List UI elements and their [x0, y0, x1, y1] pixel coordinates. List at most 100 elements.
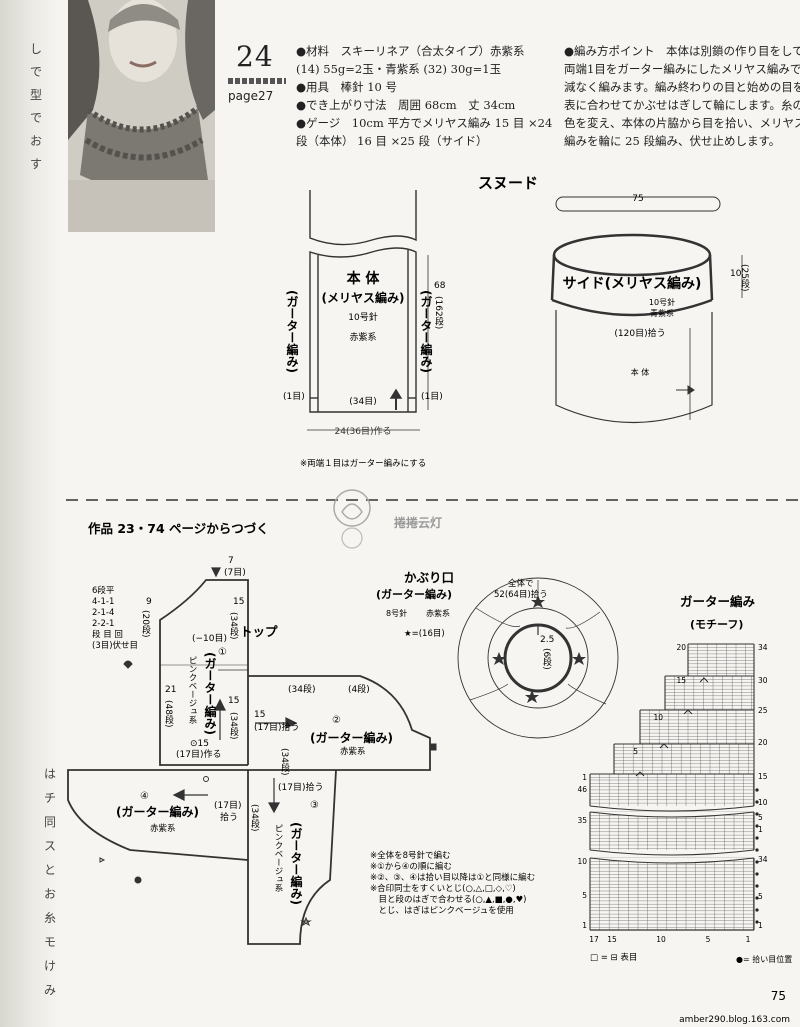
c4-rows: (34段)	[249, 804, 260, 831]
pattern-number: 24	[236, 40, 274, 73]
left-height: 9	[146, 597, 152, 607]
decrease-symbol	[699, 677, 709, 683]
gutter-char: で	[30, 65, 43, 79]
row-label: 10	[577, 857, 587, 866]
snood-needle: 10号針	[348, 311, 377, 323]
top-width: 7	[228, 556, 234, 566]
row-label: 1	[582, 921, 587, 930]
brim-needle: 8号針	[386, 608, 407, 618]
pickup-marker	[755, 848, 759, 852]
c3-title: (ガーター編み)	[289, 822, 303, 905]
snood-body-title: 本 体	[347, 270, 381, 287]
c2-height2: 15	[228, 696, 239, 706]
snood-width: 24(36目)作る	[335, 425, 392, 437]
gutter-char: で	[30, 111, 43, 125]
col-label: 5	[706, 935, 711, 944]
row-label: 10	[653, 713, 663, 722]
instruction-line: 色を変え、本体の片脇から目を拾い、メリヤス	[564, 116, 800, 130]
garter-row-labels-left: 20 15 10 5 1 46 35 10 5 1	[577, 643, 686, 930]
snood-ring-width: 75	[632, 194, 643, 204]
row-label: 15	[676, 676, 686, 685]
shaping-row: 2-2-1	[92, 619, 114, 629]
gutter-char: し	[30, 42, 43, 56]
note-line: 目と段のはぎで合わせる(○,▲,■,●,♥)	[370, 894, 526, 905]
note-line: ※全体を8号針で編む	[370, 850, 451, 861]
snood-ring-diagram	[550, 196, 743, 423]
instruction-line: 減なく編みます。編み終わりの目と始めの目を中	[564, 80, 800, 94]
note-line: ※②、③、④は拾い目以降は①と同様に編む	[370, 872, 535, 883]
chart-break-wave	[589, 849, 755, 864]
model-illustration	[68, 0, 215, 232]
c1-cast: ⊙15	[190, 739, 209, 749]
decrease-symbol	[635, 771, 645, 777]
row-label: 20	[676, 643, 686, 652]
col-label: 1	[746, 935, 751, 944]
brim-subtitle: (ガーター編み)	[376, 587, 452, 601]
top-arrows	[172, 567, 298, 814]
row-label: 20	[758, 738, 768, 747]
snood-side-title: サイド(メリヤス編み)	[563, 275, 702, 292]
watermark-logo	[333, 489, 371, 549]
brim-ring-diagram	[457, 577, 619, 739]
brim-pick: 全体で	[508, 578, 534, 589]
brim-star-markers	[492, 595, 586, 703]
note-line: ※合印同士をすくいとじ(○,△,□,◇,♡)	[370, 883, 516, 894]
snood-color: 赤紫系	[349, 332, 376, 343]
page-reference: page27	[228, 89, 274, 103]
garter-legend-left: □ = ⊟ 表目	[590, 952, 637, 963]
row-label: 5	[758, 892, 763, 901]
snood-pickup: (120目)拾う	[614, 327, 665, 339]
brim-title: かぶり口	[404, 570, 454, 585]
note-line: ※①から④の順に編む	[370, 861, 452, 872]
row-label: 34	[758, 855, 768, 864]
gutter-char: お	[44, 887, 57, 901]
c4-title: (ガーター編み)	[116, 804, 199, 819]
c2-pick2: (17目)拾う	[254, 721, 299, 733]
c2-pick: 15	[254, 710, 265, 720]
shaping-note: (3目)伏せ目	[92, 640, 138, 651]
snood-title: スヌード	[478, 174, 538, 192]
gutter-text-top: し で 型 で お す	[30, 38, 44, 176]
snood-body-diagram	[307, 190, 429, 431]
snood-note: ※両端１目はガーター編みにする	[300, 458, 426, 469]
snood-cast-count: (34目)	[349, 396, 376, 407]
materials-line: ●でき上がり寸法 周囲 68cm 丈 34cm	[296, 98, 516, 112]
snood-garter-left: (ガーター編み)	[285, 290, 299, 373]
c2-number: ②	[332, 715, 341, 726]
gutter-char: す	[30, 157, 43, 171]
decrease-symbol	[683, 709, 693, 715]
gutter-char: チ	[44, 791, 57, 805]
c2-height: (34段)	[288, 683, 315, 695]
snood-edge-right: (1目)	[421, 391, 443, 402]
c1-cast2: (17目)作る	[176, 748, 221, 760]
pickup-marker	[755, 824, 759, 828]
snood-ring-body: 本 体	[631, 367, 650, 377]
snood-side-needle: 10号針	[649, 297, 675, 307]
row-label: 1	[758, 825, 763, 834]
left-height-rows: (20段)	[140, 610, 151, 637]
seam-markers	[99, 660, 437, 927]
brim-color: 赤紫系	[426, 608, 450, 618]
brim-pick2: 52(64目)拾う	[494, 589, 548, 600]
gutter-char: お	[30, 134, 43, 148]
gutter-char: は	[44, 767, 57, 781]
col-label: 10	[656, 935, 666, 944]
brim-height: 2.5	[540, 635, 554, 645]
decrease-symbol	[659, 743, 669, 749]
materials-line: 段（本体） 16 目 ×25 段（サイド）	[296, 134, 488, 148]
c4-pick: (17目)	[214, 800, 241, 811]
instruction-line: ●編み方ポイント 本体は別鎖の作り目をして、	[564, 44, 800, 58]
instruction-line: 表に合わせてかぶせはぎして輪にします。糸の	[564, 98, 800, 112]
c1-rows2: (48段)	[163, 700, 174, 727]
row-label: 5	[758, 813, 763, 822]
gutter-char: 同	[44, 815, 57, 829]
garter-row-labels-right: 34 30 25 20 15 10 5 1 34 5 1	[758, 643, 768, 930]
top-cross-diagram	[67, 579, 431, 945]
row-label: 30	[758, 676, 768, 685]
snood-edge-left: (1目)	[283, 391, 305, 402]
c2-rows: (34段)	[279, 748, 290, 775]
top-shaping-table: 6段平 4-1-1 2-1-4 2-2-1 段 目 回 (3目)伏せ目	[92, 585, 138, 651]
pickup-marker	[755, 908, 759, 912]
row-label: 34	[758, 643, 768, 652]
gutter-char: 型	[30, 88, 43, 102]
